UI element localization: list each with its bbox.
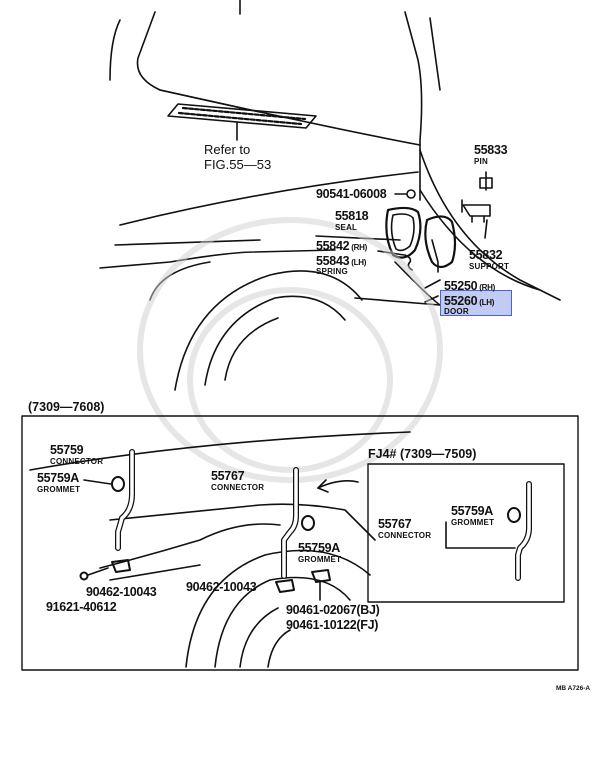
part-number: 90541-06008 — [316, 187, 387, 201]
refer-label: Refer to FIG.55—53 — [204, 143, 271, 171]
part-name: GROMMET — [298, 554, 342, 564]
part-90461-label[interactable]: 90461-02067(BJ) 90461-10122(FJ) — [286, 604, 380, 631]
part-55759-label[interactable]: 55759 CONNECTOR — [50, 444, 103, 466]
part-name: CONNECTOR — [211, 482, 265, 492]
part-55759A-mid-label[interactable]: 55759A GROMMET — [298, 542, 341, 564]
part-number-lh: 55843 — [316, 253, 350, 268]
range-text: (7309—7608) — [28, 400, 105, 414]
part-number: 55767 — [211, 469, 245, 483]
highlight-55260 — [440, 290, 512, 316]
upper-parts — [315, 171, 493, 303]
part-55832-label[interactable]: 55832 SUPPORT — [469, 249, 509, 271]
side-rh: (RH) — [479, 283, 495, 292]
vent-grille — [167, 103, 317, 141]
part-number: 55832 — [469, 248, 503, 262]
part-55767-label[interactable]: 55767 CONNECTOR — [211, 470, 264, 492]
part-name: SUPPORT — [469, 261, 510, 271]
vehicle-body-lower — [29, 431, 411, 668]
side-lh: (LH) — [479, 297, 495, 307]
part-number: 90462-10043 — [186, 580, 257, 594]
wheel-upper — [149, 261, 363, 391]
part-number: 90462-10043 — [86, 585, 157, 599]
part-name: SPRING — [316, 267, 348, 276]
part-number: 55818 — [335, 209, 369, 223]
inset-title: FJ4# (7309—7509) — [368, 448, 476, 461]
part-90541-label[interactable]: 90541-06008 — [316, 187, 387, 201]
figure-code: MB A726-A — [556, 685, 591, 693]
part-55250-55260-label[interactable]: 55250(RH) 55260(LH) DOOR — [444, 280, 495, 316]
inset-title-text: FJ4# (7309—7509) — [368, 447, 477, 461]
side-lh: (LH) — [351, 257, 367, 267]
part-number: 55833 — [474, 143, 508, 157]
part-number-fj: 90461-10122(FJ) — [286, 617, 379, 632]
part-name: CONNECTOR — [50, 456, 104, 466]
part-name: SEAL — [335, 222, 358, 232]
part-name: DOOR — [444, 307, 469, 316]
part-55842-55843-label[interactable]: 55842(RH) 55843(LH) SPRING — [316, 240, 367, 276]
part-number: 55759A — [298, 541, 340, 555]
figure-code-text: MB A726-A — [556, 685, 591, 692]
part-55818-label[interactable]: 55818 SEAL — [335, 209, 369, 232]
part-number: 55759A — [37, 471, 79, 485]
inset-part-55759A-label[interactable]: 55759A GROMMET — [451, 505, 494, 527]
part-number: 91621-40612 — [46, 600, 117, 614]
inset-frame — [367, 463, 565, 603]
refer-line1: Refer to — [204, 142, 251, 157]
part-90462-left-label[interactable]: 90462-10043 — [86, 585, 157, 599]
part-name: CONNECTOR — [378, 530, 432, 540]
part-number: 55767 — [378, 517, 412, 531]
part-55759A-left-label[interactable]: 55759A GROMMET — [37, 472, 80, 494]
part-name: PIN — [474, 156, 488, 166]
part-number-rh: 55250 — [444, 279, 478, 293]
side-rh: (RH) — [351, 243, 367, 252]
part-number: 55759A — [451, 504, 493, 518]
part-name: GROMMET — [451, 517, 495, 527]
part-90462-mid-label[interactable]: 90462-10043 — [186, 580, 257, 594]
part-number-rh: 55842 — [316, 239, 350, 253]
range-label: (7309—7608) — [28, 401, 104, 414]
part-number: 55759 — [50, 443, 84, 457]
lower-frame — [21, 415, 579, 671]
part-number-bj: 90461-02067(BJ) — [286, 603, 380, 617]
part-name: GROMMET — [37, 484, 81, 494]
part-55833-label[interactable]: 55833 PIN — [474, 143, 508, 166]
refer-line2: FIG.55—53 — [204, 157, 272, 172]
inset-part-55767-label[interactable]: 55767 CONNECTOR — [378, 518, 431, 540]
part-91621-label[interactable]: 91621-40612 — [46, 600, 117, 614]
part-number-lh: 55260 — [444, 293, 478, 308]
watermark — [137, 217, 443, 483]
lower-parts — [79, 449, 565, 603]
